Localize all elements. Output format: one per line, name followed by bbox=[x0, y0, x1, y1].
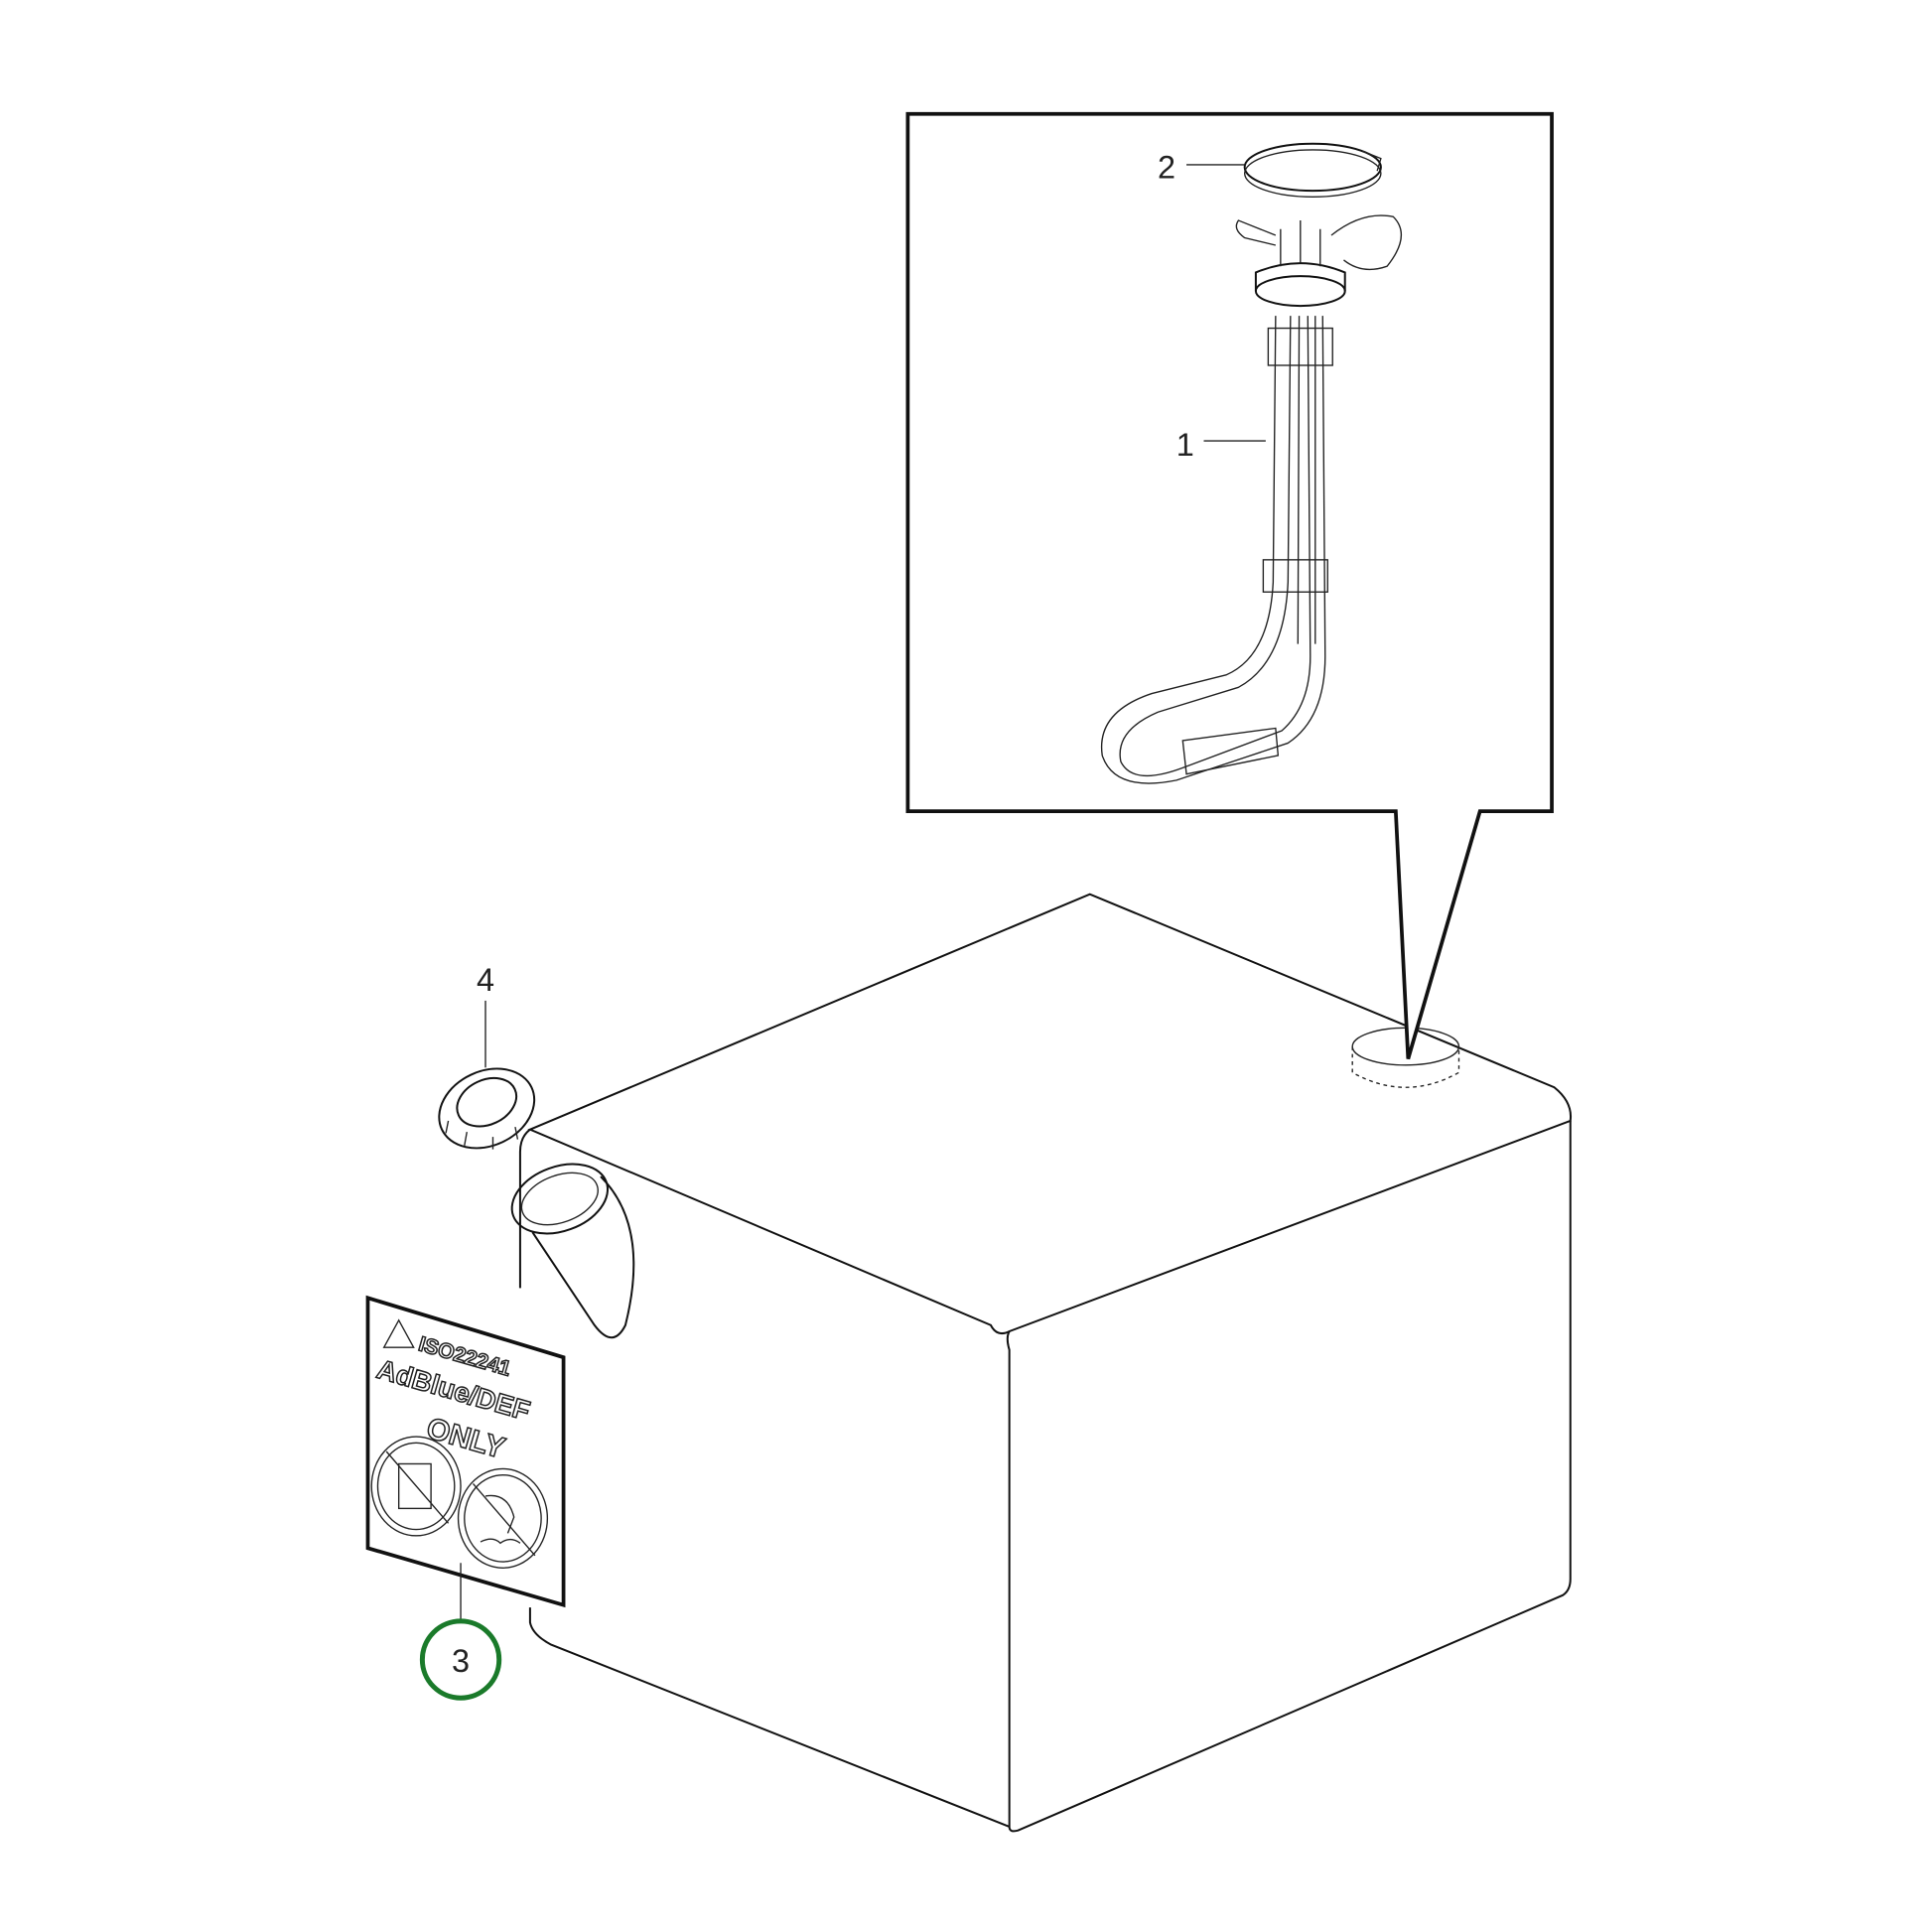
filler-neck bbox=[510, 1163, 635, 1339]
def-tank bbox=[510, 893, 1573, 1833]
warning-triangle-icon bbox=[382, 1318, 415, 1348]
callout-2[interactable]: 2 bbox=[1158, 150, 1175, 186]
detail-inset: 2 1 bbox=[905, 111, 1554, 1060]
highlight-ring bbox=[419, 1618, 502, 1701]
tank-front-face bbox=[518, 1128, 1011, 1828]
filler-cap bbox=[438, 1067, 536, 1150]
callout-3[interactable]: 3 bbox=[452, 1643, 470, 1679]
level-sensor bbox=[1100, 214, 1402, 784]
no-water-icon bbox=[457, 1467, 549, 1569]
callout-1[interactable]: 1 bbox=[1176, 427, 1194, 463]
tank-top-face bbox=[527, 893, 1573, 1335]
tank-right-face bbox=[1006, 1120, 1572, 1833]
no-fuel-icon bbox=[370, 1436, 462, 1537]
warning-decal: ISO22241 AdBlue/DEF ONLY bbox=[365, 1295, 566, 1608]
callout-4[interactable]: 4 bbox=[477, 962, 494, 998]
hose-clamp bbox=[1243, 142, 1382, 199]
